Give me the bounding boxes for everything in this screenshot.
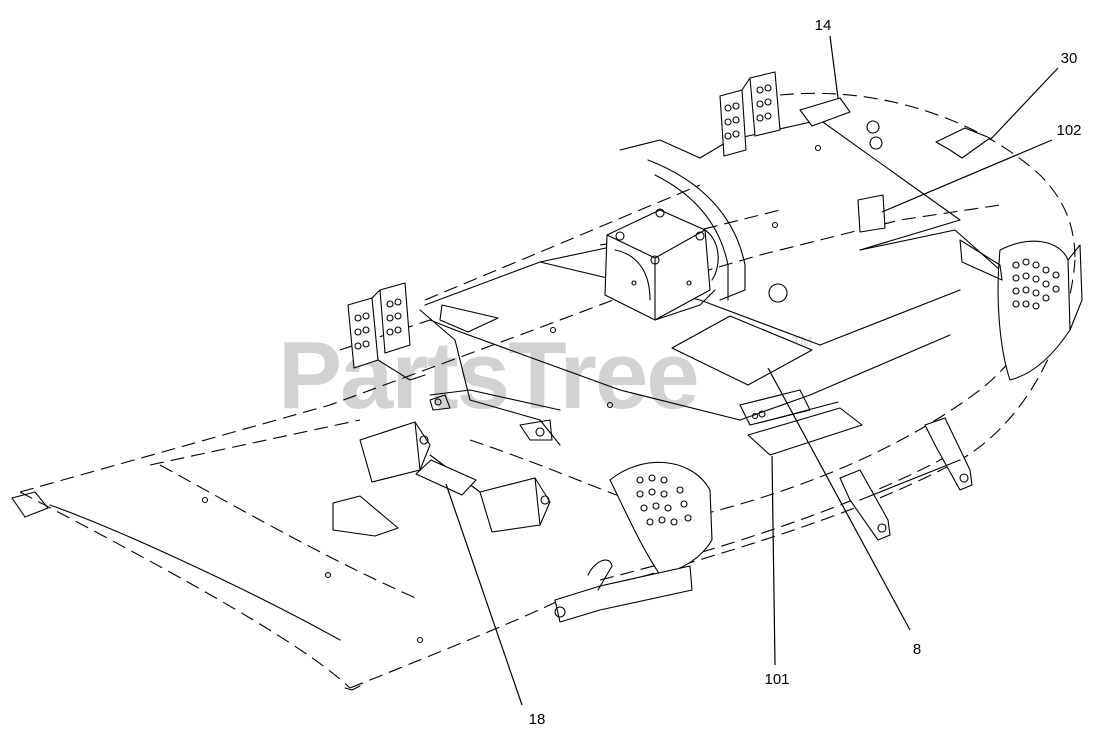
- decal-102: [857, 194, 886, 233]
- callout-30: 30: [1061, 50, 1078, 67]
- left-brackets: [347, 282, 426, 381]
- decal-18: [415, 459, 477, 496]
- gearbox: [604, 208, 719, 321]
- leader-lines: [445, 35, 1059, 706]
- leader-102: [881, 139, 1053, 213]
- decal-top-left: [439, 304, 499, 333]
- leader-14: [829, 35, 839, 99]
- callout-14: 14: [815, 17, 832, 34]
- leader-8: [767, 367, 911, 631]
- callout-8: 8: [913, 641, 921, 658]
- decal-30: [935, 127, 991, 159]
- rear-brackets: [719, 71, 781, 157]
- watermark: PartsTree TM: [278, 322, 812, 429]
- deflector: [647, 159, 746, 301]
- front-side-guard: [609, 461, 713, 576]
- callout-101: 101: [764, 671, 789, 688]
- callout-102: 102: [1056, 122, 1081, 139]
- front-plate: [49, 419, 424, 644]
- callouts: 14 30 102 8 101 18: [529, 17, 1082, 728]
- arrow-decal-front: [332, 495, 399, 537]
- decals: [415, 97, 991, 496]
- decal-14: [799, 97, 851, 127]
- callout-18: 18: [529, 711, 546, 728]
- side-channel: [419, 309, 811, 446]
- leader-101: [771, 455, 776, 666]
- height-brackets: [839, 417, 973, 541]
- watermark-text: PartsTree: [278, 322, 698, 429]
- decal-8: [671, 315, 813, 386]
- leader-18: [445, 483, 523, 706]
- right-side-guard: [959, 239, 1083, 381]
- leader-30: [989, 67, 1059, 141]
- hinge-blocks: [359, 421, 693, 623]
- decal-101: [747, 407, 863, 456]
